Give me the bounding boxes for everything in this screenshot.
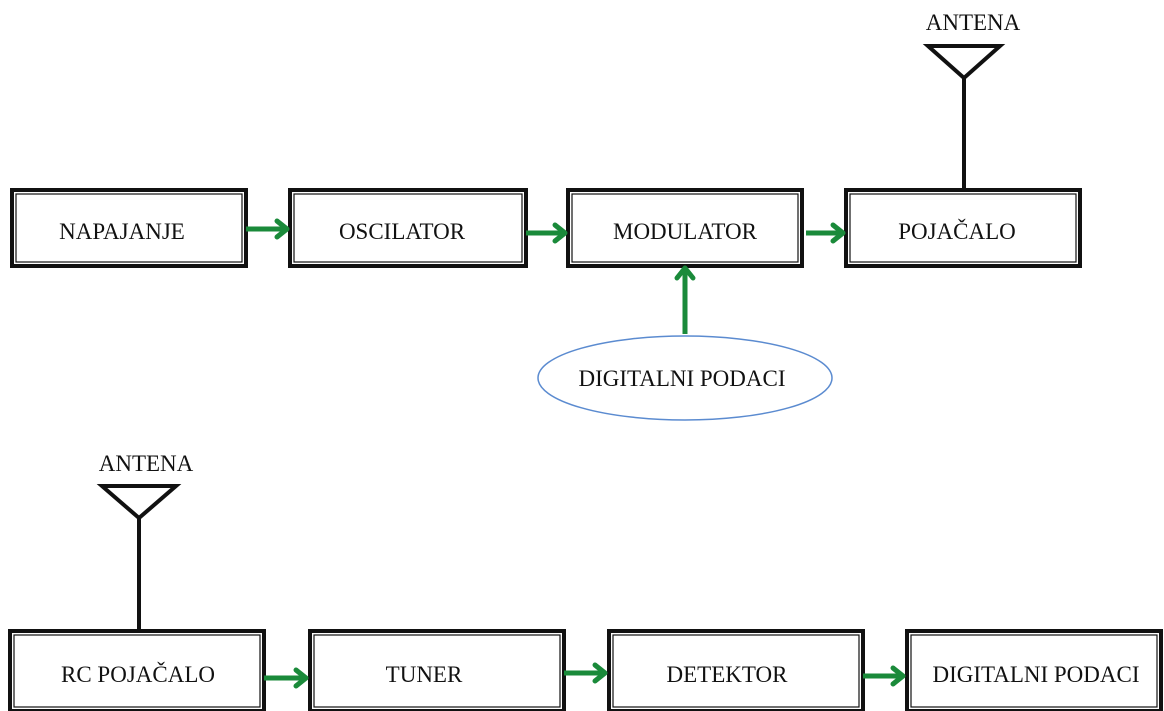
rx-block-rc-pojacalo: RC POJAČALO [8, 629, 266, 711]
rx-block-detektor: DETEKTOR [607, 629, 865, 711]
tx-antenna-label: ANTENA [926, 10, 1021, 35]
tx-block-pojacalo-label: POJAČALO [898, 218, 1016, 244]
tx-block-modulator: MODULATOR [566, 188, 804, 268]
rx-block-tuner-inner [313, 634, 561, 708]
tx-arrow-1 [246, 218, 290, 240]
rx-block-digitalni-podaci: DIGITALNI PODACI [905, 629, 1163, 711]
tx-block-napajanje: NAPAJANJE [10, 188, 248, 268]
rx-arrow-1 [264, 667, 309, 689]
tx-block-oscilator-label: OSCILATOR [339, 219, 466, 244]
tx-block-napajanje-label: NAPAJANJE [59, 219, 185, 244]
tx-block-oscilator-inner [293, 193, 523, 263]
tx-block-pojacalo-inner [849, 193, 1077, 263]
tx-arrow-2 [526, 222, 568, 244]
rx-block-tuner-label: TUNER [386, 662, 463, 687]
rx-antenna: ANTENA [96, 451, 194, 631]
tx-block-pojacalo: POJAČALO [844, 188, 1082, 268]
rx-block-tuner: TUNER [308, 629, 566, 711]
tx-arrow-3 [806, 222, 846, 244]
rx-antenna-label: ANTENA [99, 451, 194, 476]
tx-data-arrow [674, 265, 696, 334]
tx-antenna: ANTENA [922, 10, 1021, 190]
tx-block-pojacalo-frame [844, 188, 1082, 268]
rx-antenna-icon [96, 484, 182, 521]
tx-block-modulator-inner [571, 193, 799, 263]
rx-block-digitalni-podaci-frame [905, 629, 1163, 711]
rx-block-rc-pojacalo-label: RC POJAČALO [61, 661, 215, 687]
rx-block-tuner-frame [308, 629, 566, 711]
tx-antenna-icon [922, 44, 1006, 81]
rx-block-detektor-inner [612, 634, 860, 708]
tx-block-napajanje-inner [15, 193, 243, 263]
tx-data-input-ellipse [537, 335, 833, 421]
rx-arrow-2 [564, 662, 608, 684]
rx-block-detektor-label: DETEKTOR [667, 662, 789, 687]
rx-arrow-3 [863, 665, 906, 687]
rx-block-digitalni-podaci-label: DIGITALNI PODACI [932, 662, 1139, 687]
tx-block-modulator-label: MODULATOR [613, 219, 758, 244]
rx-block-digitalni-podaci-inner [910, 634, 1158, 708]
rx-block-rc-pojacalo-inner [13, 634, 261, 708]
rx-block-detektor-frame [607, 629, 865, 711]
tx-block-oscilator-frame [288, 188, 528, 268]
tx-data-input-label: DIGITALNI PODACI [578, 366, 785, 391]
tx-block-oscilator: OSCILATOR [288, 188, 528, 268]
rx-block-rc-pojacalo-frame [8, 629, 266, 711]
tx-data-input: DIGITALNI PODACI [537, 335, 833, 421]
